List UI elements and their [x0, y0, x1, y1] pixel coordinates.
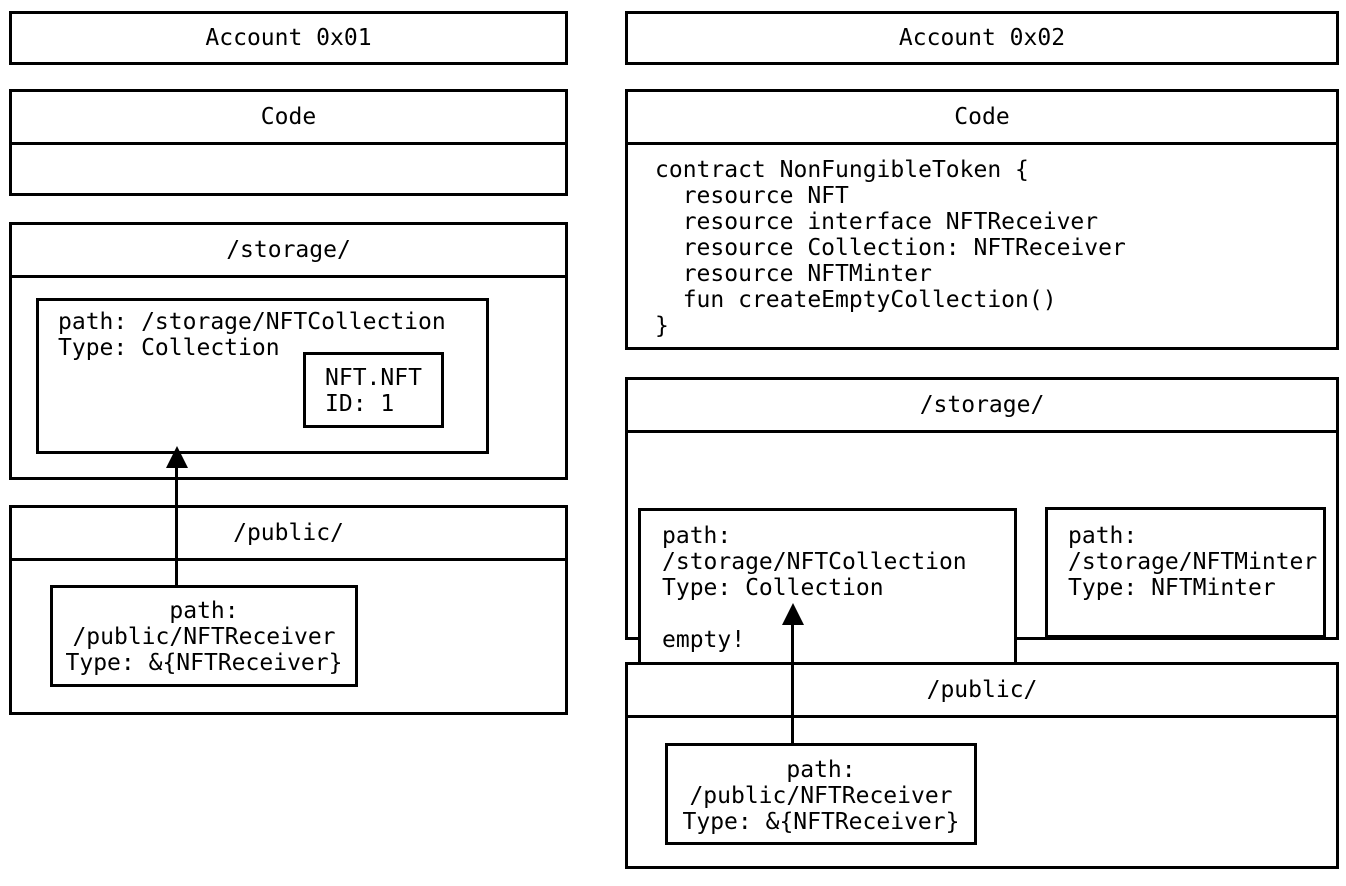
account-0x02-code-panel: Code contract NonFungibleToken { resourc… — [625, 89, 1339, 350]
account-0x01-code-header: Code — [12, 92, 565, 145]
account-0x01-public-panel: /public/ path: /public/NFTReceiver Type:… — [9, 505, 568, 715]
account-0x02-code-label: Code — [954, 104, 1010, 130]
account-0x01-public-header: /public/ — [12, 508, 565, 561]
account-0x01-code-panel: Code — [9, 89, 568, 196]
account-0x01-title: Account 0x01 — [205, 25, 372, 51]
arrow-up-icon-0x02 — [782, 603, 804, 625]
account-0x01-title-box: Account 0x01 — [9, 11, 568, 65]
account-0x02-storage-label: /storage/ — [919, 392, 1045, 418]
account-0x02-code-body: contract NonFungibleToken { resource NFT… — [628, 145, 1336, 350]
account-0x02-public-header: /public/ — [628, 665, 1336, 718]
account-0x02-public-panel: /public/ path: /public/NFTReceiver Type:… — [625, 662, 1339, 869]
nft-collection-info-0x02: path: /storage/NFTCollection Type: Colle… — [662, 523, 967, 653]
nft-receiver-info-0x02: path: /public/NFTReceiver Type: &{NFTRec… — [682, 757, 960, 835]
account-0x02-public-label: /public/ — [926, 677, 1038, 703]
contract-source-code: contract NonFungibleToken { resource NFT… — [655, 157, 1126, 339]
nft-minter-info: path: /storage/NFTMinter Type: NFTMinter — [1068, 523, 1318, 601]
account-0x02-storage-header: /storage/ — [628, 380, 1336, 433]
account-0x01-storage-header: /storage/ — [12, 225, 565, 278]
capability-link-line-0x02 — [791, 610, 794, 743]
capability-link-line-0x01 — [175, 453, 178, 586]
account-0x01-public-body: path: /public/NFTReceiver Type: &{NFTRec… — [12, 561, 565, 712]
nft-receiver-box-0x02: path: /public/NFTReceiver Type: &{NFTRec… — [665, 743, 977, 845]
nft-receiver-info-0x01: path: /public/NFTReceiver Type: &{NFTRec… — [65, 598, 343, 676]
account-0x02-storage-body: path: /storage/NFTCollection Type: Colle… — [628, 433, 1336, 665]
nft-collection-box-0x01: path: /storage/NFTCollection Type: Colle… — [36, 298, 489, 454]
account-0x01-public-label: /public/ — [233, 520, 344, 546]
account-0x01-storage-body: path: /storage/NFTCollection Type: Colle… — [12, 278, 565, 477]
account-0x02-title-box: Account 0x02 — [625, 11, 1339, 65]
nft-minter-box: path: /storage/NFTMinter Type: NFTMinter — [1045, 507, 1326, 638]
account-0x01-code-body — [12, 145, 565, 196]
nft-token-info: NFT.NFT ID: 1 — [325, 365, 422, 417]
nft-collection-info-0x01: path: /storage/NFTCollection Type: Colle… — [58, 309, 446, 361]
nft-token-box: NFT.NFT ID: 1 — [303, 352, 444, 428]
account-0x01-storage-label: /storage/ — [226, 237, 351, 263]
nft-collection-box-0x02: path: /storage/NFTCollection Type: Colle… — [638, 508, 1017, 665]
account-0x01-storage-panel: /storage/ path: /storage/NFTCollection T… — [9, 222, 568, 480]
account-0x01-code-label: Code — [260, 104, 317, 130]
nft-receiver-box-0x01: path: /public/NFTReceiver Type: &{NFTRec… — [50, 585, 358, 687]
account-0x02-title: Account 0x02 — [898, 25, 1066, 51]
account-0x02-code-header: Code — [628, 92, 1336, 145]
account-0x02-storage-panel: /storage/ path: /storage/NFTCollection T… — [625, 377, 1339, 665]
account-0x02-public-body: path: /public/NFTReceiver Type: &{NFTRec… — [628, 718, 1336, 866]
arrow-up-icon-0x01 — [166, 446, 188, 468]
